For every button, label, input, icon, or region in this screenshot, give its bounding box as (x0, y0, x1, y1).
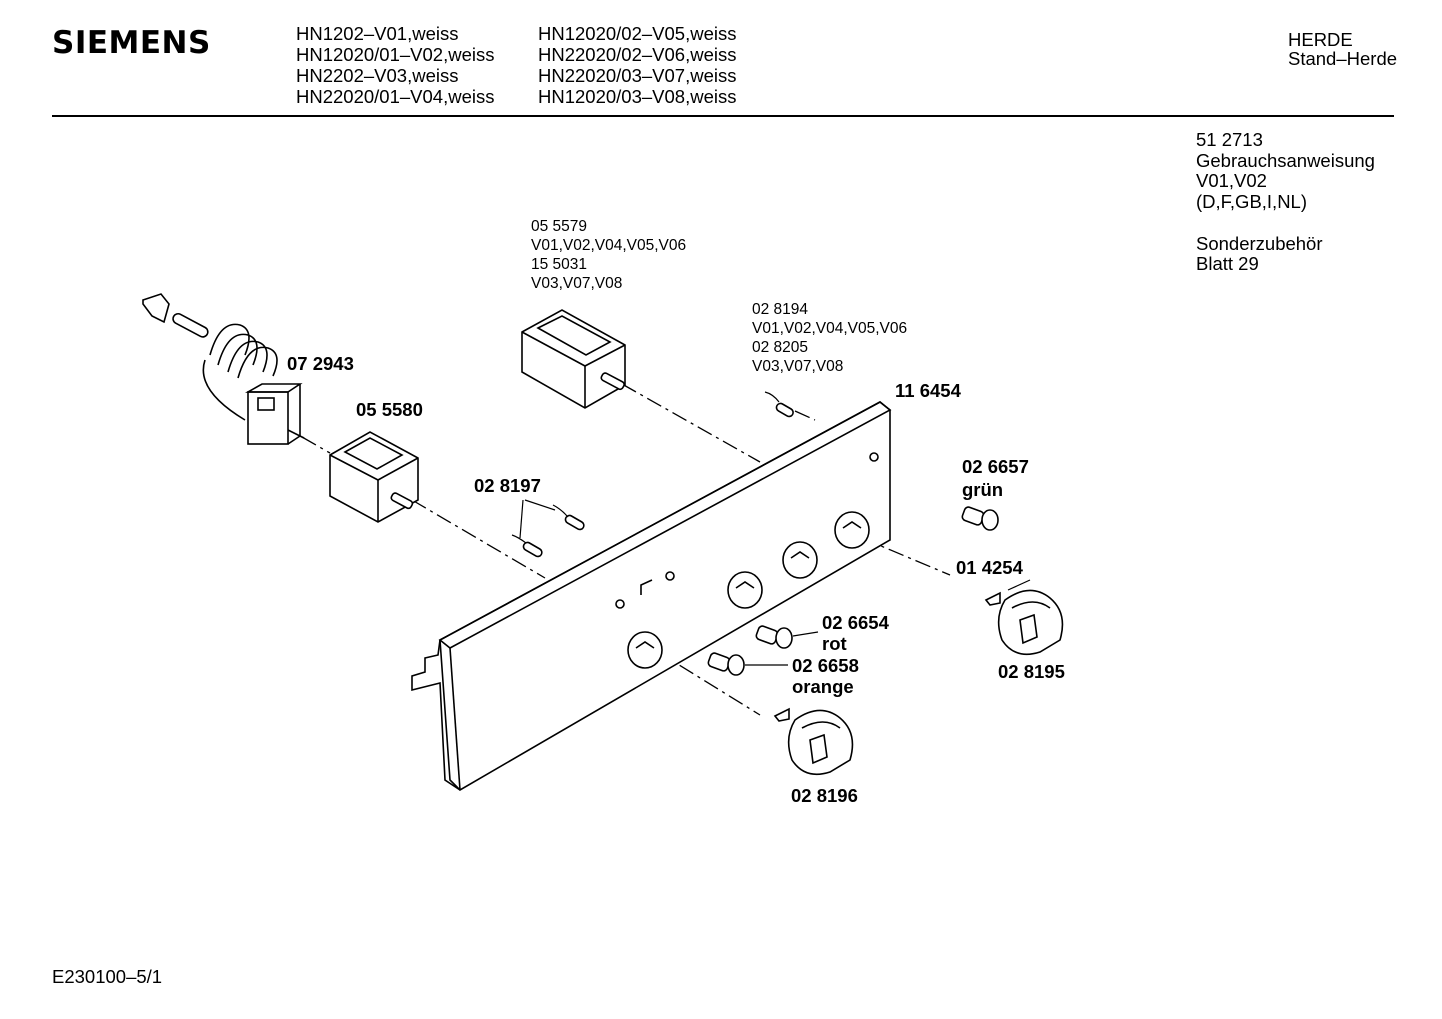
switch-note-line: 05 5579 (531, 218, 587, 235)
model-item: HN22020/03–V07,weiss (538, 65, 737, 86)
manual-part-number: 51 2713 (1196, 129, 1263, 150)
category-subtitle: Stand–Herde (1288, 48, 1398, 69)
switch-lower (329, 431, 419, 523)
header-divider (52, 115, 1394, 117)
model-item: HN12020/01–V02,weiss (296, 44, 495, 65)
switch-note-line: V01,V02,V04,V05,V06 (531, 237, 686, 254)
lamp-note-line: V03,V07,V08 (752, 358, 843, 375)
label-028197: 02 8197 (474, 475, 541, 496)
label-028196: 02 8196 (791, 785, 858, 806)
knob-right (984, 579, 1064, 656)
model-item: HN22020/01–V04,weiss (296, 86, 495, 107)
switch-upper (521, 309, 626, 409)
label-072943: 07 2943 (287, 353, 354, 374)
model-item: HN22020/02–V06,weiss (538, 44, 737, 65)
lamp-note-line: V01,V02,V04,V05,V06 (752, 320, 907, 337)
drawing-code: E230100–5/1 (52, 966, 163, 987)
control-panel (411, 401, 892, 792)
lamp-note-line: 02 8194 (752, 301, 808, 318)
label-116454: 11 6454 (895, 380, 962, 401)
accessory-label: Sonderzubehör (1196, 232, 1323, 254)
thermostat-assembly (142, 293, 305, 445)
model-item: HN12020/02–V05,weiss (538, 23, 737, 44)
lamp-note-line: 02 8205 (752, 339, 808, 356)
model-item: HN2202–V03,weiss (296, 65, 459, 86)
manual-variants: V01,V02 (1196, 170, 1267, 192)
green-button-part (961, 506, 999, 531)
switch-note-line: V03,V07,V08 (531, 275, 622, 292)
label-026658: 02 6658 (792, 655, 859, 676)
model-list-left: HN1202–V01,weiss HN12020/01–V02,weiss HN… (296, 23, 495, 107)
label-026654: 02 6654 (822, 612, 890, 633)
model-list-right: HN12020/02–V05,weiss HN22020/02–V06,weis… (538, 23, 737, 107)
label-028195: 02 8195 (998, 661, 1065, 682)
sheet-reference: Blatt 29 (1196, 253, 1259, 275)
manual-title: Gebrauchsanweisung (1196, 149, 1375, 171)
label-026657-color: grün (962, 479, 1003, 500)
model-item: HN1202–V01,weiss (296, 23, 459, 44)
model-item: HN12020/03–V08,weiss (538, 86, 737, 107)
indicator-lamps (511, 391, 794, 558)
side-notes: 51 2713 Gebrauchsanweisung V01,V02 (D,F,… (1196, 129, 1375, 275)
switch-note-line: 15 5031 (531, 256, 587, 273)
lamp-buttons (707, 625, 819, 676)
category-block: HERDE Stand–Herde (1288, 30, 1397, 68)
label-026658-color: orange (792, 676, 854, 697)
knob-lower (773, 707, 854, 776)
label-026654-color: rot (822, 633, 847, 654)
label-026657: 02 6657 (962, 456, 1029, 477)
label-055580: 05 5580 (356, 399, 423, 420)
manual-languages: (D,F,GB,I,NL) (1196, 191, 1308, 213)
category-title: HERDE (1288, 29, 1353, 50)
siemens-logo: SIEMENS (52, 25, 211, 61)
label-014254: 01 4254 (956, 557, 1024, 578)
